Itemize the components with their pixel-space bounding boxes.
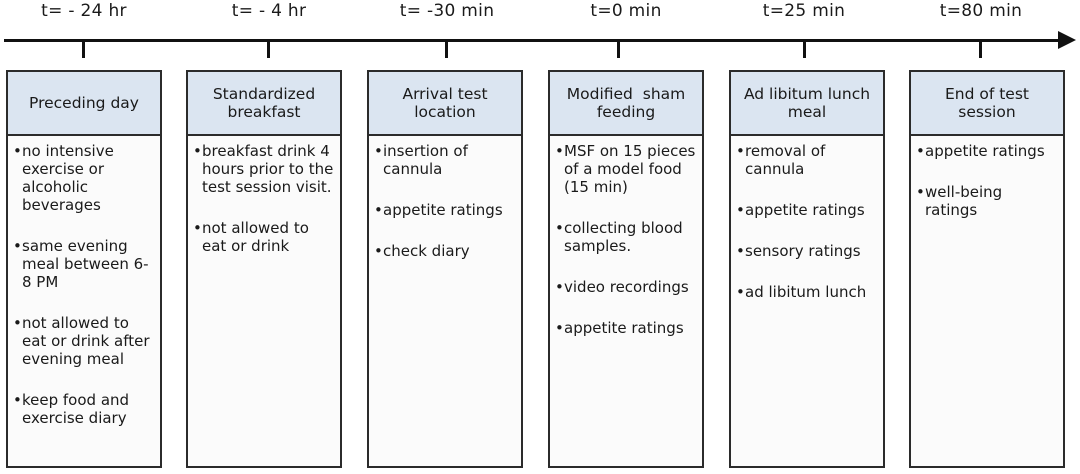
- stage-item: appetite ratings: [736, 201, 879, 219]
- stage-item: MSF on 15 pieces of a model food (15 min…: [555, 142, 698, 196]
- timeline-tick: [445, 41, 448, 58]
- stage-item: removal of cannula: [736, 142, 879, 178]
- timeline-axis: [4, 39, 1062, 42]
- timeline-arrowhead: [1058, 31, 1076, 49]
- stage-item: no intensive exercise or alcoholic bever…: [13, 142, 156, 214]
- stage-modified-sham-feeding: Modified sham feeding MSF on 15 pieces o…: [548, 70, 704, 468]
- stage-item-list: removal of cannula appetite ratings sens…: [731, 136, 883, 301]
- stage-ad-libitum-lunch-meal: Ad libitum lunch meal removal of cannula…: [729, 70, 885, 468]
- stage-item-list: MSF on 15 pieces of a model food (15 min…: [550, 136, 702, 337]
- stage-item-list: breakfast drink 4 hours prior to the tes…: [188, 136, 340, 255]
- timeline-tick: [82, 41, 85, 58]
- stage-title: Ad libitum lunch meal: [731, 72, 883, 136]
- time-label-minus-4h: t= - 4 hr: [231, 1, 307, 21]
- stage-item: sensory ratings: [736, 242, 879, 260]
- stage-title: Arrival test location: [369, 72, 521, 136]
- stage-item: same evening meal between 6-8 PM: [13, 237, 156, 291]
- stage-item: appetite ratings: [374, 201, 517, 219]
- time-label-minus-24h: t= - 24 hr: [41, 1, 127, 21]
- stage-item: not allowed to eat or drink: [193, 219, 336, 255]
- stage-title: Standardized breakfast: [188, 72, 340, 136]
- timeline-tick: [267, 41, 270, 58]
- stage-item: not allowed to eat or drink after evenin…: [13, 314, 156, 368]
- stage-item: appetite ratings: [555, 319, 698, 337]
- stage-title: Modified sham feeding: [550, 72, 702, 136]
- stage-arrival-test-location: Arrival test location insertion of cannu…: [367, 70, 523, 468]
- time-label-25min: t=25 min: [762, 1, 846, 21]
- stage-preceding-day: Preceding day no intensive exercise or a…: [6, 70, 162, 468]
- stage-item-list: appetite ratings well-being ratings: [911, 136, 1063, 219]
- timeline-tick: [979, 41, 982, 58]
- stage-item: insertion of cannula: [374, 142, 517, 178]
- stage-item-list: insertion of cannula appetite ratings ch…: [369, 136, 521, 260]
- stage-item: collecting blood samples.: [555, 219, 698, 255]
- stage-item: well-being ratings: [916, 183, 1059, 219]
- stage-item-list: no intensive exercise or alcoholic bever…: [8, 136, 160, 427]
- stage-item: check diary: [374, 242, 517, 260]
- stage-item: video recordings: [555, 278, 698, 296]
- time-label-minus-30min: t= -30 min: [399, 1, 495, 21]
- stage-title: Preceding day: [8, 72, 160, 136]
- stage-standardized-breakfast: Standardized breakfast breakfast drink 4…: [186, 70, 342, 468]
- timeline-tick: [803, 41, 806, 58]
- stage-end-of-test-session: End of test session appetite ratings wel…: [909, 70, 1065, 468]
- time-label-80min: t=80 min: [939, 1, 1023, 21]
- stage-item: ad libitum lunch: [736, 283, 879, 301]
- stage-item: breakfast drink 4 hours prior to the tes…: [193, 142, 336, 196]
- stage-title: End of test session: [911, 72, 1063, 136]
- timeline-tick: [617, 41, 620, 58]
- stage-item: keep food and exercise diary: [13, 391, 156, 427]
- time-label-0min: t=0 min: [590, 1, 662, 21]
- stage-item: appetite ratings: [916, 142, 1059, 160]
